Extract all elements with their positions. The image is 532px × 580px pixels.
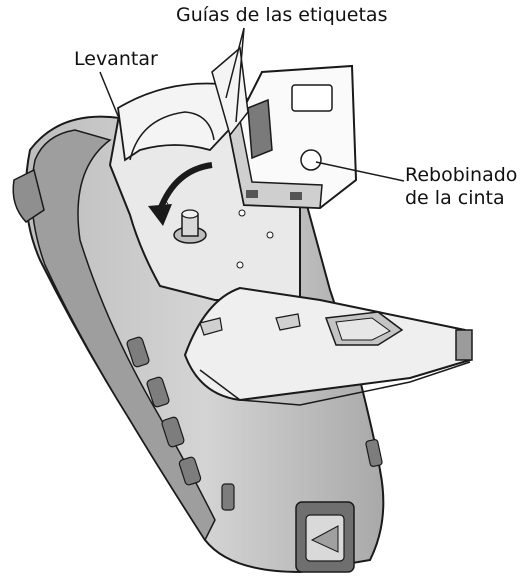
rewind-hole (300, 149, 322, 171)
tray-pocket (324, 311, 404, 346)
grip-ridges (126, 336, 383, 511)
label-guides-callout: Guías de las etiquetas (176, 4, 388, 26)
tape-spindle (173, 209, 207, 244)
front-tray (183, 286, 472, 402)
hinge-clips (199, 313, 301, 336)
tape-rewind-callout-line2: de la cinta (405, 187, 505, 209)
label-cassette (211, 46, 358, 210)
callout-leaders (99, 27, 405, 182)
lift-callout: Levantar (74, 48, 158, 70)
lid-hinge-arc (129, 111, 215, 161)
tape-rewind-callout: Rebobinado de la cinta (405, 164, 517, 210)
front-tray-lip (199, 361, 471, 406)
curved-arrow-icon (157, 162, 213, 212)
tray-end-cap (455, 329, 473, 361)
label-exit-slot (295, 501, 355, 573)
tape-rewind-callout-line1: Rebobinado (405, 164, 518, 186)
curved-arrow-head (148, 204, 172, 226)
side-knob (12, 168, 45, 223)
